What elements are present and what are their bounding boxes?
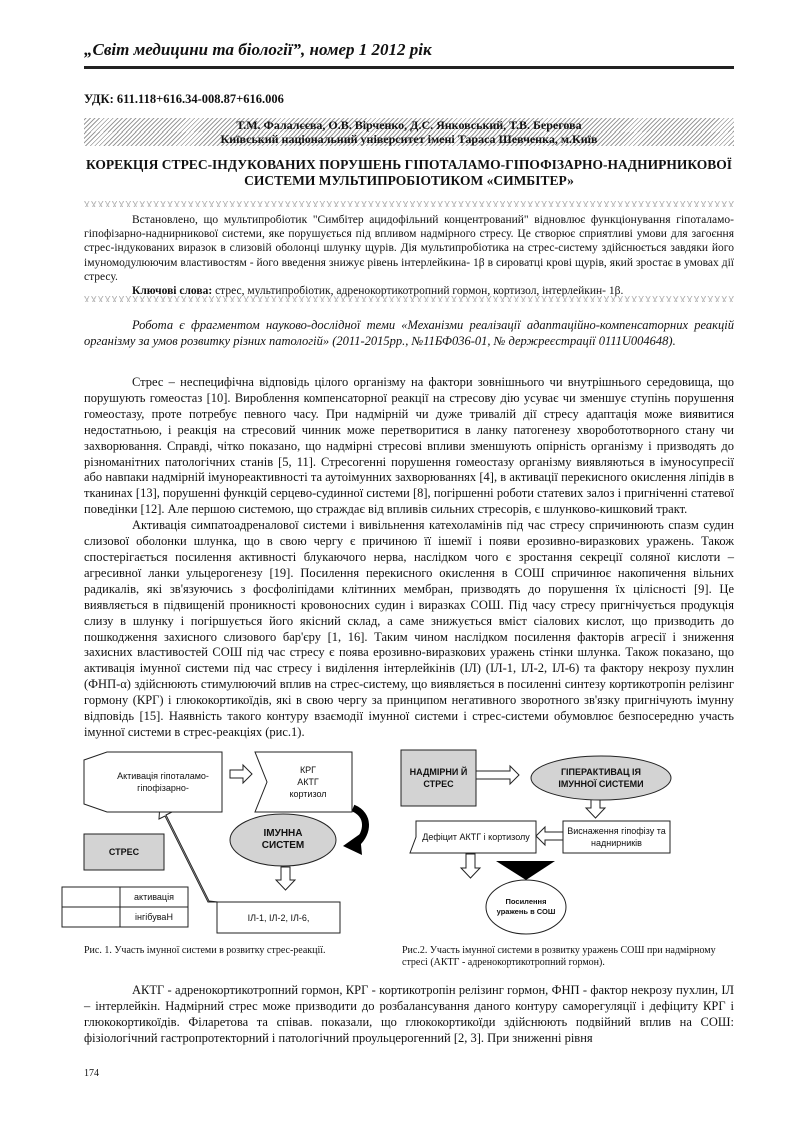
fig1-stress-label: СТРЕС (108, 847, 140, 857)
arrow-deficit-down (459, 853, 482, 879)
paragraph-3: АКТГ - адренокортикотропний гормон, КРГ … (84, 983, 734, 1045)
fig1-immune-label: ІМУННА СИСТЕМ (261, 828, 305, 851)
page-number: 174 (84, 1068, 99, 1079)
authors-band: Т.М. Фалалєєва, О.В. Вірченко, Д.С. Янко… (84, 118, 734, 132)
fig1-krg-label: КРГ АКТГ кортизол (289, 765, 327, 799)
divider-bottom (84, 296, 734, 302)
legend-arrow-inhibition (68, 906, 117, 926)
arrow-activation-to-krg (229, 763, 253, 785)
funding-note: Робота є фрагментом науково-дослідної те… (84, 318, 734, 348)
keywords-text: стрес, мультипробіотик, адренокортикотро… (215, 285, 624, 298)
affiliation: Київський національний університет імені… (220, 132, 598, 146)
body-text-2: АКТГ - адренокортикотропний гормон, КРГ … (84, 982, 734, 1046)
paragraph-2: Активація симпатоадреналової системи і в… (84, 518, 734, 739)
arrow-hyper-to-exhaustion (584, 798, 607, 819)
fig2-hyper-label: ГІПЕРАКТИВАЦ ІЯ ІМУННОЇ СИСТЕМИ (558, 767, 644, 789)
fig1-il-label: ІЛ-1, ІЛ-2, ІЛ-6, (247, 912, 310, 923)
paragraph-1: Стрес – неспецифічна відповідь цілого ор… (84, 375, 734, 517)
fig1-activation-label: Активація гіпоталамо-гіпофізарно- (117, 771, 209, 793)
authors: Т.М. Фалалєєва, О.В. Вірченко, Д.С. Янко… (236, 118, 582, 132)
arrow-to-lesions (496, 861, 555, 880)
figure2-caption: Рис.2. Участь імунної системи в розвитку… (402, 945, 716, 968)
arrow-immune-to-il (274, 866, 297, 891)
figure1-caption: Рис. 1. Участь імунної системи в розвитк… (84, 945, 326, 956)
keywords-label: Ключові слова: (132, 285, 213, 298)
legend-arrow-activation (67, 888, 116, 910)
divider-top (84, 201, 734, 207)
journal-header: „Світ медицини та біології”, номер 1 201… (84, 40, 432, 59)
header-rule (84, 66, 734, 69)
legend-activation-label: активація (134, 892, 174, 902)
affiliation-band: Київський національний університет імені… (84, 132, 734, 146)
abstract: Встановлено, що мультипробіотик "Симбіте… (84, 213, 734, 298)
abstract-text: Встановлено, що мультипробіотик "Симбіте… (84, 214, 734, 283)
paper-title: КОРЕКЦІЯ СТРЕС-ІНДУКОВАНИХ ПОРУШЕНЬ ГІПО… (85, 157, 733, 188)
body-text-1: Стрес – неспецифічна відповідь цілого ор… (84, 375, 734, 741)
fig2-exhaustion-label: Виснаження гіпофізу та наднирників (567, 826, 666, 848)
arrow-krg-to-immune (351, 804, 369, 846)
udk-code: УДК: 611.118+616.34-008.87+616.006 (84, 92, 284, 106)
arrow-krg-to-immune-head (343, 834, 362, 855)
fig2-excess-stress-label: НАДМІРНИ Й СТРЕС (409, 767, 468, 789)
arrow-exhaustion-to-deficit (535, 825, 564, 847)
keywords: Ключові слова: стрес, мультипробіотик, а… (84, 284, 734, 298)
legend-inhibition-label: інгібуваН (135, 912, 173, 922)
fig2-lesions-label: Посилення уражень в СОШ (496, 897, 556, 916)
fig2-deficit-label: Дефіцит АКТГ і кортизолу (422, 832, 530, 842)
arrow-stress-to-hyper (475, 764, 520, 786)
